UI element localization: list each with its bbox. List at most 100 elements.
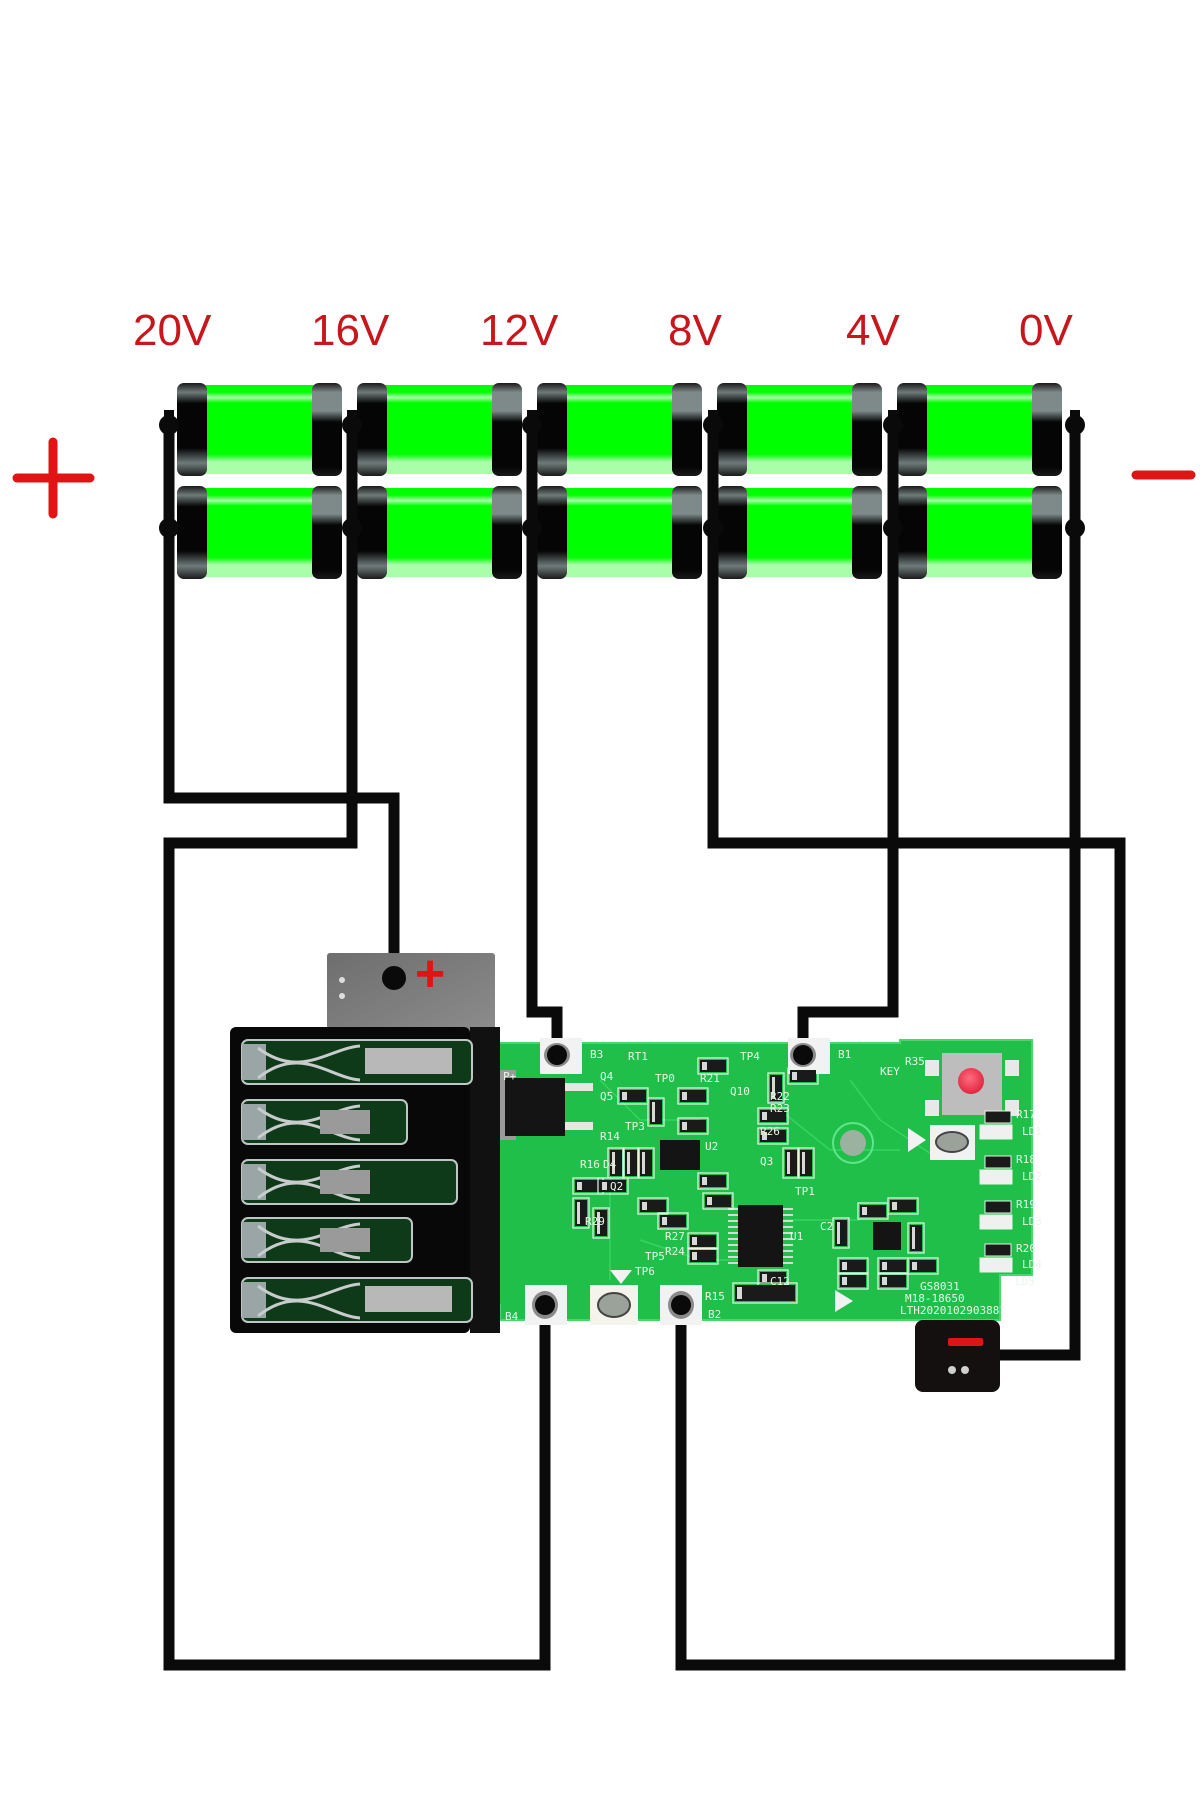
battery-cell — [177, 486, 342, 579]
silk-model-1: GS8031 — [920, 1280, 960, 1293]
cell-cap-right — [672, 383, 702, 476]
smd-component — [757, 1107, 789, 1125]
voltage-label-8v: 8V — [668, 306, 722, 355]
silk-label: R17 — [1016, 1108, 1036, 1121]
battery-cell — [717, 486, 882, 579]
silk-label: RT1 — [628, 1050, 648, 1063]
led-indicator — [979, 1110, 1013, 1140]
smd-components — [572, 1057, 939, 1304]
led-indicators — [930, 1110, 1013, 1273]
cell-cap-left — [357, 486, 387, 579]
silk-label: Q4 — [600, 1070, 614, 1083]
plate-positive-symbol: + — [415, 945, 445, 1003]
silk-label: C12 — [770, 1275, 790, 1288]
smd-component — [687, 1247, 719, 1265]
smd-component — [697, 1057, 729, 1075]
negative-connector — [915, 1320, 1000, 1392]
voltage-label-20v: 20V — [133, 306, 212, 355]
silk-label: R19 — [1016, 1198, 1036, 1211]
pad-label-b3: B3 — [590, 1048, 603, 1061]
thermistor-pad — [590, 1270, 638, 1325]
pad-label-b1: B1 — [838, 1048, 851, 1061]
cell-cap-right — [492, 486, 522, 579]
silk-label: TP4 — [740, 1050, 760, 1063]
wire-16v — [163, 420, 551, 1671]
smd-component — [637, 1197, 669, 1215]
led-indicator — [979, 1155, 1013, 1185]
pad-label-b4: B4 — [505, 1310, 519, 1323]
silk-label: KEY — [880, 1065, 900, 1078]
status-button[interactable] — [925, 1053, 1019, 1116]
cell-cap-right — [672, 486, 702, 579]
cell-cap-right — [852, 486, 882, 579]
silk-label: TP1 — [795, 1185, 815, 1198]
battery-cell — [537, 486, 702, 579]
wire-8v — [675, 420, 1126, 1671]
smd-component — [637, 1147, 655, 1179]
silk-label: D4 — [603, 1158, 617, 1171]
smd-component — [622, 1147, 640, 1179]
battery-pack — [159, 383, 1085, 580]
battery-cell — [357, 486, 522, 579]
smd-component — [572, 1177, 604, 1195]
cell-cap-left — [177, 383, 207, 476]
wire-12v — [526, 420, 563, 1053]
regulator-u2 — [660, 1140, 700, 1170]
led-indicator — [979, 1200, 1013, 1230]
wire-4v — [797, 420, 899, 1053]
battery-cell — [897, 383, 1062, 476]
silk-label: R14 — [600, 1130, 620, 1143]
smd-component — [572, 1197, 590, 1229]
silk-label: LD3 — [1022, 1215, 1042, 1228]
silk-label: R24 — [665, 1245, 685, 1258]
cell-cap-right — [312, 383, 342, 476]
silk-label: R29 — [585, 1215, 605, 1228]
button-red-cap[interactable] — [958, 1068, 984, 1094]
test-point — [840, 1130, 866, 1156]
terminal-slot — [241, 1277, 473, 1323]
silk-label: Q5 — [600, 1090, 613, 1103]
silk-label: U2 — [705, 1140, 718, 1153]
smd-component — [787, 1067, 819, 1085]
silk-label: U1 — [790, 1230, 803, 1243]
smd-component — [782, 1147, 800, 1179]
pad-b3: B3 — [540, 1038, 603, 1074]
silk-label: TP5 — [645, 1250, 665, 1263]
plate-solder-point — [382, 966, 406, 990]
wire-0v — [990, 420, 1081, 1361]
silk-model-2: M18-18650 — [905, 1292, 965, 1305]
silk-label: LD5 — [1015, 1275, 1035, 1288]
smd-component — [837, 1257, 869, 1275]
ic-u1 — [728, 1205, 793, 1267]
cell-cap-left — [537, 486, 567, 579]
voltage-label-16v: 16V — [311, 306, 390, 355]
smd-component — [677, 1087, 709, 1105]
cell-cap-left — [177, 486, 207, 579]
positive-terminal-plate: + — [327, 945, 495, 1033]
battery-cell — [897, 486, 1062, 579]
smd-component — [887, 1197, 919, 1215]
silk-label: C2 — [820, 1220, 833, 1233]
smd-component — [907, 1257, 939, 1275]
cell-cap-left — [897, 486, 927, 579]
smd-component — [677, 1117, 709, 1135]
pad-b4: B4 — [505, 1285, 567, 1325]
silk-label: LD2 — [1022, 1170, 1042, 1183]
silk-label: TP3 — [625, 1120, 645, 1133]
terminal-slot — [241, 1217, 413, 1263]
silk-label: LD1 — [1022, 1125, 1042, 1138]
battery-cell — [177, 383, 342, 476]
led-indicator — [979, 1243, 1013, 1273]
terminal-slot — [241, 1099, 408, 1145]
terminal-slot — [241, 1039, 473, 1085]
cell-cap-left — [897, 383, 927, 476]
smd-component — [607, 1147, 625, 1179]
voltage-labels: 20V 16V 12V 8V 4V 0V — [133, 306, 1073, 355]
output-terminal-block — [230, 1027, 500, 1333]
cell-cap-right — [852, 383, 882, 476]
terminal-slot — [241, 1159, 458, 1205]
smd-component — [877, 1257, 909, 1275]
pad-b2: B2 — [660, 1285, 721, 1325]
smd-component — [797, 1147, 815, 1179]
